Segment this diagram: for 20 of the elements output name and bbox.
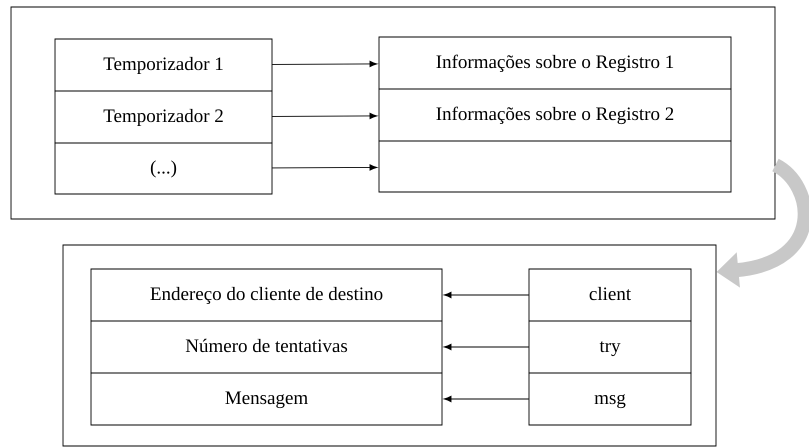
table-cell: msg (528, 372, 692, 426)
table-cell: Mensagem (90, 372, 442, 426)
arrow (272, 112, 378, 120)
table-cell: client (528, 268, 692, 322)
table-cell: Número de tentativas (90, 320, 442, 374)
table-cell: Informações sobre o Registro 1 (378, 36, 732, 90)
table-cell: Endereço do cliente de destino (90, 268, 442, 322)
table-cell (378, 140, 732, 192)
arrow (444, 396, 529, 402)
table-cell: Informações sobre o Registro 2 (378, 88, 732, 142)
frame-box (62, 244, 716, 446)
table-cell: Temporizador 1 (54, 38, 272, 92)
table-cell: Temporizador 2 (54, 90, 272, 144)
frame-box (10, 6, 776, 220)
table-cell: try (528, 320, 692, 374)
arrow (444, 292, 529, 298)
table-cell: (...) (54, 142, 272, 194)
arrow (272, 60, 378, 68)
arrow (444, 344, 529, 350)
arrow (272, 164, 378, 171)
